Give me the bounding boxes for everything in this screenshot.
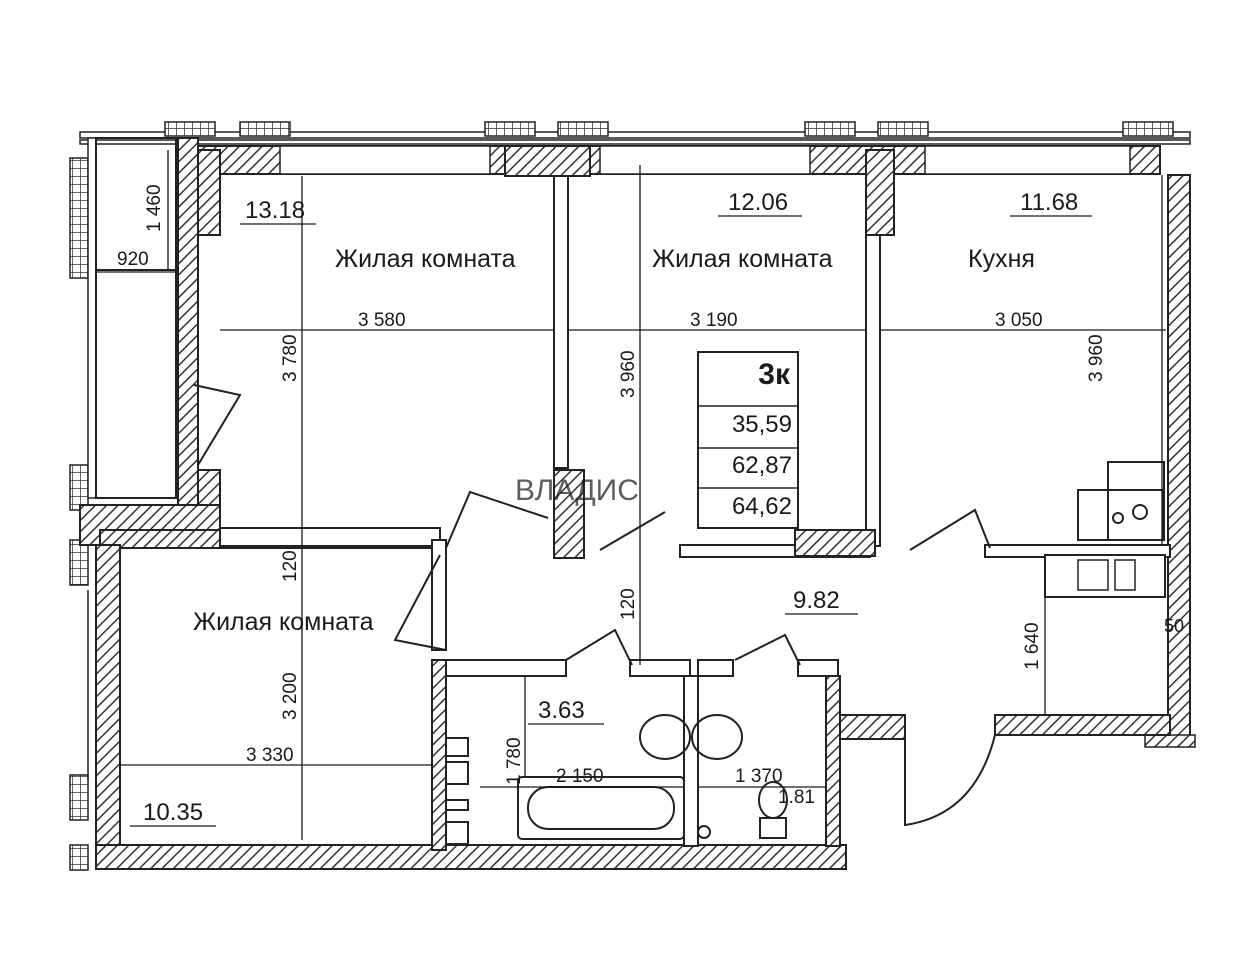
dim-living-2-depth: 3 960: [618, 350, 639, 398]
room-bathroom-area: 3.63: [538, 697, 585, 724]
info-area-with-balcony: 64,62: [732, 493, 792, 520]
info-total-area: 62,87: [732, 452, 792, 479]
dim-wc-width: 1 370: [735, 766, 783, 787]
room-kitchen-name: Кухня: [968, 245, 1035, 273]
dim-wall-gap-2: 120: [618, 588, 639, 620]
dim-living-3-width: 3 330: [246, 745, 294, 766]
room-hall-area: 9.82: [793, 587, 840, 614]
info-box: 3к 35,59 62,87 64,62: [697, 351, 799, 529]
fixtures: [445, 461, 1165, 845]
kitchen-sink-icon: [1107, 461, 1165, 541]
room-living-3-area: 10.35: [143, 799, 203, 826]
dim-balcony-width: 920: [117, 249, 149, 270]
edge-fragment-label: 50: [1164, 616, 1184, 636]
room-living-2-area: 12.06: [728, 189, 788, 216]
outer-walls: [69, 121, 1196, 871]
interior-walls: [219, 149, 1171, 851]
dim-wall-gap-1: 120: [280, 550, 301, 582]
dim-bath-depth: 1 780: [504, 737, 525, 785]
bathtub: [517, 776, 685, 840]
dimension-lines: [96, 150, 1166, 840]
dim-kitchen-width: 3 050: [995, 310, 1043, 331]
dim-balcony-height: 1 460: [144, 184, 165, 232]
dim-hall-depth: 1 640: [1022, 622, 1043, 670]
info-living-area: 35,59: [732, 411, 792, 438]
stove-icon: [1132, 504, 1148, 520]
dim-bath-width: 2 150: [556, 766, 604, 787]
room-kitchen-area: 11.68: [1020, 189, 1078, 216]
room-living-1-area: 13.18: [245, 197, 305, 224]
room-living-3-name: Жилая комната: [193, 608, 374, 636]
dimension-labels: 1 460 920 3 580 3 190 3 050 3 780 3 960 …: [117, 184, 1184, 787]
dim-living-2-width: 3 190: [690, 310, 738, 331]
watermark: ВЛАДИС: [515, 474, 639, 507]
dim-kitchen-depth: 3 960: [1086, 334, 1107, 382]
room-living-2-name: Жилая комната: [652, 245, 833, 273]
sink-icon: [691, 714, 743, 760]
doors: [193, 384, 996, 827]
dim-living-1-width: 3 580: [358, 310, 406, 331]
room-labels: 13.18 Жилая комната 12.06 Жилая комната …: [143, 189, 1078, 826]
room-living-1-name: Жилая комната: [335, 245, 516, 273]
dim-living-3-depth: 3 200: [280, 672, 301, 720]
dim-living-1-depth: 3 780: [280, 334, 301, 382]
sink-icon: [639, 714, 691, 760]
room-wc-area: 1.81: [778, 787, 815, 808]
info-rooms: 3к: [758, 358, 791, 391]
